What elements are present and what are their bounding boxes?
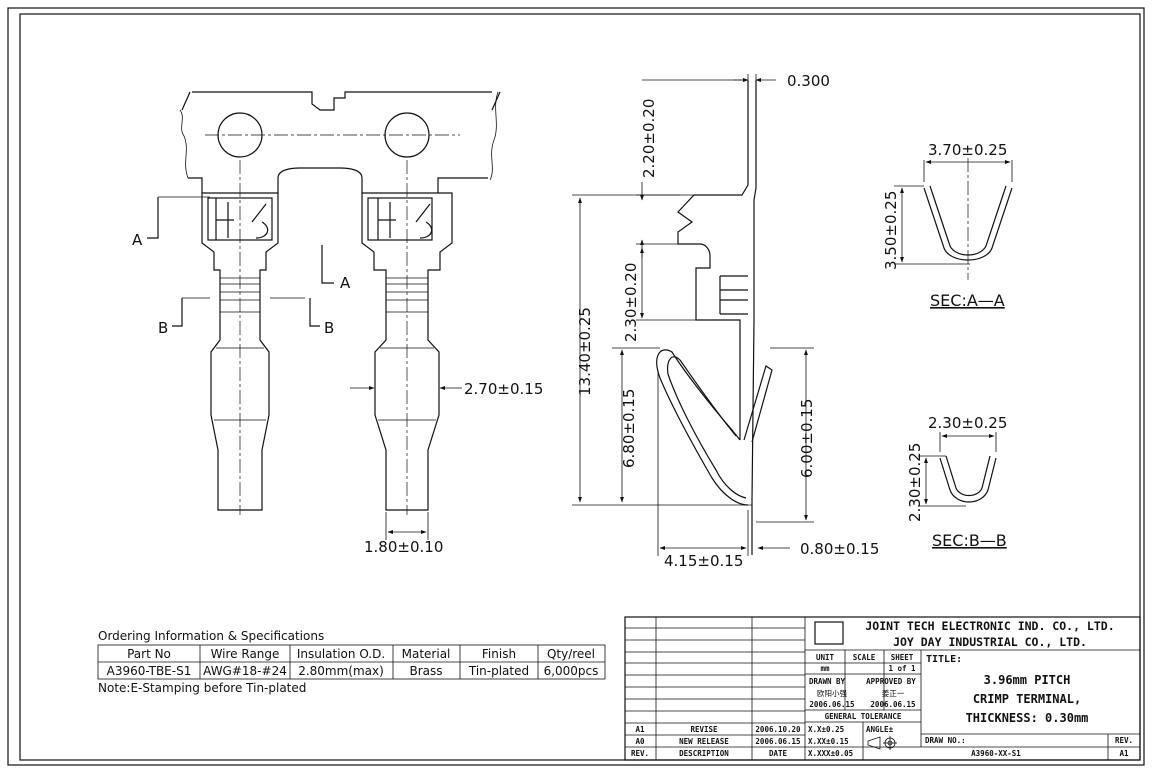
dim-6-80: 6.80±0.15 xyxy=(620,389,638,468)
ordering-header-2: Insulation O.D. xyxy=(297,647,385,661)
section-label-b-b: SEC:B—B xyxy=(932,531,1007,550)
company-logo xyxy=(814,621,844,645)
ordering-cell-0: A3960-TBE-S1 xyxy=(107,664,192,678)
tolerance-2: X.XX±0.15 xyxy=(808,737,849,746)
ordering-header-4: Finish xyxy=(482,647,516,661)
ordering-cell-1: AWG#18-#24 xyxy=(203,664,287,678)
rev-row-0-date: 2006.10.20 xyxy=(755,725,801,734)
rev-row-0-rev: A1 xyxy=(635,725,645,734)
terminal-left xyxy=(201,160,279,515)
terminal-right xyxy=(361,160,453,515)
title-line-2: CRIMP TERMINAL, xyxy=(973,692,1081,706)
ordering-header-5: Qty/reel xyxy=(547,647,595,661)
company-name-2: JOY DAY INDUSTRIAL CO., LTD. xyxy=(893,635,1087,649)
ordering-header-1: Wire Range xyxy=(211,647,280,661)
company-logo-text: JT xyxy=(822,627,836,641)
dim-2-70: 2.70±0.15 xyxy=(464,380,543,398)
draw-no-label: DRAW NO.: xyxy=(925,736,966,745)
ordering-table: Ordering Information & Specifications Pa… xyxy=(97,629,606,695)
ordering-cell-3: Brass xyxy=(409,664,442,678)
dim-0-80: 0.80±0.15 xyxy=(800,540,879,558)
inner-frame xyxy=(19,13,1141,761)
rev-row-1-date: 2006.06.15 xyxy=(755,737,800,746)
dim-thickness: 0.300 xyxy=(787,72,830,90)
angle-label: ANGLE± xyxy=(866,725,894,734)
drawn-date: 2006.06.15 xyxy=(809,700,854,709)
ordering-header-0: Part No xyxy=(127,647,171,661)
unit-value: mm xyxy=(820,664,830,673)
rev-row-1-rev: A0 xyxy=(635,737,645,746)
section-mark-b-right: B xyxy=(324,319,334,337)
tolerance-3: X.XXX±0.05 xyxy=(808,749,853,758)
section-b-b: 2.30±0.25 2.30±0.25 SEC:B—B xyxy=(906,414,1007,550)
company-name-1: JOINT TECH ELECTRONIC IND. CO., LTD. xyxy=(865,619,1114,633)
sheet-label: SHEET xyxy=(891,653,914,662)
section-mark-a-right: A xyxy=(340,274,351,292)
ordering-cell-4: Tin-plated xyxy=(468,664,529,678)
title-block: A1 REVISE 2006.10.20 A0 NEW RELEASE 2006… xyxy=(624,616,1141,761)
front-view: A A B B 2.70±0.15 1.80±0.10 xyxy=(132,91,543,556)
desc-col-header: DESCRIPTION xyxy=(679,749,729,758)
section-label-a-a: SEC:A—A xyxy=(930,291,1005,310)
ordering-title: Ordering Information & Specifications xyxy=(98,629,324,643)
rev-value: A1 xyxy=(1119,749,1129,758)
dim-sec-b-height: 2.30±0.25 xyxy=(906,443,924,522)
title-line-1: 3.96mm PITCH xyxy=(984,673,1071,687)
tolerance-1: X.X±0.25 xyxy=(808,725,844,734)
section-mark-a-left: A xyxy=(132,231,143,249)
dim-1-80: 1.80±0.10 xyxy=(364,538,443,556)
dim-6-00: 6.00±0.15 xyxy=(798,399,816,478)
ordering-note: Note:E-Stamping before Tin-plated xyxy=(98,681,306,695)
outer-frame xyxy=(7,7,1145,766)
projection-symbol-icon xyxy=(867,736,897,750)
drawn-name: 欧阳小强 xyxy=(817,688,847,698)
dim-2-30: 2.30±0.20 xyxy=(622,263,640,342)
sheet-value: 1 of 1 xyxy=(888,664,916,673)
rev-row-0-desc: REVISE xyxy=(690,725,718,734)
unit-label: UNIT xyxy=(816,653,835,662)
approved-name: 姜正一 xyxy=(882,688,905,698)
dim-sec-a-height: 3.50±0.25 xyxy=(882,191,900,270)
approved-label: APPROVED BY xyxy=(866,677,916,686)
rev-row-1-desc: NEW RELEASE xyxy=(679,737,729,746)
approved-date: 2006.06.15 xyxy=(870,700,915,709)
drawn-label: DRAWN BY xyxy=(809,677,846,686)
title-label: TITLE: xyxy=(926,654,962,665)
section-a-a: 3.70±0.25 3.50±0.25 SEC:A—A xyxy=(882,141,1013,310)
rev-col-header: REV. xyxy=(631,749,649,758)
section-mark-b-left: B xyxy=(158,319,168,337)
ordering-cell-2: 2.80mm(max) xyxy=(298,664,384,678)
dim-sec-a-width: 3.70±0.25 xyxy=(928,141,1007,159)
title-line-3: THICKNESS: 0.30mm xyxy=(966,711,1089,725)
date-col-header: DATE xyxy=(769,749,788,758)
dim-4-15: 4.15±0.15 xyxy=(664,552,743,570)
side-view: 0.300 2.20±0.20 2.30±0.20 13.40±0.25 6.8… xyxy=(572,72,879,570)
ordering-cell-5: 6,000pcs xyxy=(544,664,599,678)
dim-sec-b-width: 2.30±0.25 xyxy=(928,414,1007,432)
dim-13-40: 13.40±0.25 xyxy=(576,307,594,396)
ordering-header-3: Material xyxy=(402,647,451,661)
draw-no-value: A3960-XX-S1 xyxy=(971,749,1021,758)
scale-label: SCALE xyxy=(853,653,876,662)
rev-label: REV. xyxy=(1115,736,1133,745)
general-tolerance-label: GENERAL TOLERANCE xyxy=(825,712,902,721)
dim-2-20: 2.20±0.20 xyxy=(640,99,658,178)
